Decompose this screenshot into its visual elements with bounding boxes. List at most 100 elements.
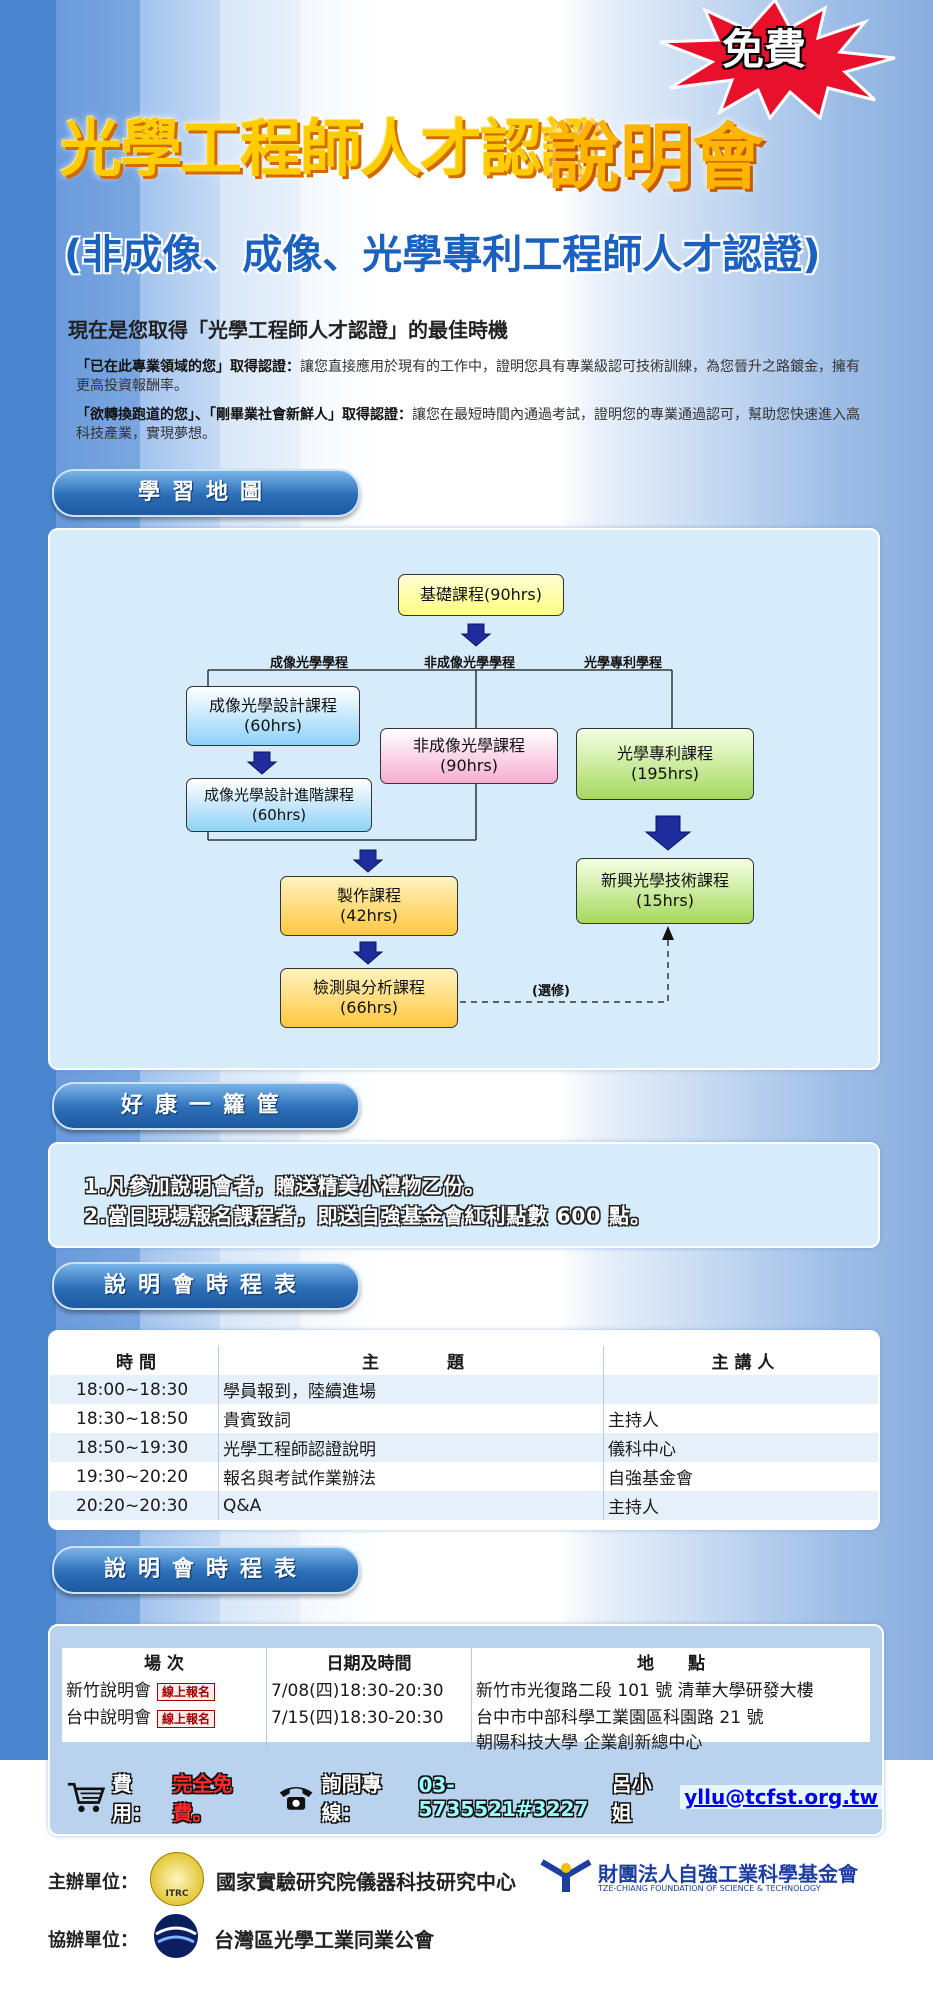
arrow-down-icon [460, 623, 492, 647]
intro-paragraph-1: 「已在此專業領域的您」取得認證：讓您直接應用於現有的工作中，證明您具有專業級認可… [76, 358, 866, 396]
flow-nonimaging-course: 非成像光學課程 (90hrs) [380, 728, 558, 784]
optics-association-logo-icon [154, 1914, 198, 1958]
flow-making-hrs: (42hrs) [340, 906, 398, 925]
arrow-down-icon [352, 849, 384, 873]
flow-making-course: 製作課程 (42hrs) [280, 876, 458, 936]
intro-headline: 現在是您取得「光學工程師人才認證」的最佳時機 [68, 318, 508, 342]
schedule-topic: Q&A [218, 1491, 604, 1520]
host-org-1: 國家實驗研究院儀器科技研究中心 [216, 1870, 516, 1894]
schedule-topic: 學員報到，陸續進場 [218, 1375, 604, 1404]
flow-patent-hrs: (195hrs) [630, 764, 700, 783]
perk-item: 2.當日現場報名課程者，即送自強基金會紅利點數 600 點。 [84, 1204, 652, 1228]
flow-patent-course: 光學專利課程 (195hrs) [576, 728, 754, 800]
telephone-icon [280, 1787, 313, 1810]
schedule-speaker [603, 1375, 878, 1404]
co-organizer-label: 協辦單位： [48, 1930, 138, 1951]
section-learning-map: 學習地圖 [52, 469, 360, 517]
venue-table-wrap: 場 次 日期及時間 地 點 新竹說明會線上報名 7/08(四)18:30-20:… [62, 1648, 870, 1754]
flow-imaging-advanced: 成像光學設計進階課程 (60hrs) [186, 778, 372, 832]
schedule-topic: 貴賓致詞 [218, 1404, 604, 1433]
hotline-contact: 呂小姐 [611, 1772, 652, 1825]
schedule-time: 18:30~18:50 [50, 1404, 219, 1433]
table-row: 台中說明會線上報名 7/15(四)18:30-20:30 台中市中部科學工業園區… [62, 1702, 870, 1754]
intro-p2-text: 讓您在最短時間內通過考試，證明您的專業通過認可，幫助您快速進入高科技產業，實現夢… [76, 407, 860, 442]
flow-testing-hrs: (66hrs) [340, 998, 398, 1017]
arrow-down-icon [246, 751, 278, 775]
venue-place-line1: 台中市中部科學工業園區科園路 21 號 [476, 1708, 764, 1728]
flow-basic-label: 基礎課程(90hrs) [420, 585, 542, 604]
co-organizer-1: 台灣區光學工業同業公會 [214, 1928, 434, 1952]
schedule-header-time: 時 間 [50, 1346, 219, 1375]
flow-testing-course: 檢測與分析課程 (66hrs) [280, 968, 458, 1028]
flow-testing-label: 檢測與分析課程 [312, 978, 425, 997]
perks-panel: 1.凡參加說明會者，贈送精美小禮物乙份。 2.當日現場報名課程者，即送自強基金會… [48, 1142, 880, 1248]
table-row: 19:30~20:20 報名與考試作業辦法 自強基金會 [50, 1462, 878, 1491]
intro-paragraph-2: 「欲轉換跑道的您」、「剛畢業社會新鮮人」取得認證：讓您在最短時間內通過考試，證明… [76, 406, 866, 444]
schedule-time: 18:00~18:30 [50, 1375, 219, 1404]
table-row: 新竹說明會線上報名 7/08(四)18:30-20:30 新竹市光復路二段 10… [62, 1675, 870, 1702]
intro-p1-text: 讓您直接應用於現有的工作中，證明您具有專業級認可技術訓練，為您晉升之路鍍金，擁有… [76, 359, 860, 394]
venue-date: 7/15(四)18:30-20:30 [266, 1702, 472, 1754]
table-row: 20:20~20:30 Q&A 主持人 [50, 1491, 878, 1520]
venue-name: 台中說明會 [66, 1708, 151, 1728]
venue-place-line2: 朝陽科技大學 企業創新總中心 [476, 1733, 703, 1753]
flow-imaging-adv-label: 成像光學設計進階課程 [203, 786, 354, 804]
flow-elective-label: (選修) [532, 984, 570, 999]
fee-label: 費用： [112, 1772, 152, 1825]
contact-email-link[interactable]: yllu@tcfst.org.tw [680, 1785, 882, 1809]
venue-place: 台中市中部科學工業園區科園路 21 號 朝陽科技大學 企業創新總中心 [472, 1702, 871, 1754]
flow-emerging-hrs: (15hrs) [636, 891, 694, 910]
venue-name: 新竹說明會 [66, 1681, 151, 1701]
schedule-header-row: 時 間 主 題 主 講 人 [50, 1346, 878, 1375]
schedule-speaker: 主持人 [603, 1491, 878, 1520]
free-burst-icon [659, 0, 896, 120]
host-label: 主辦單位： [48, 1872, 138, 1893]
table-row: 18:30~18:50 貴賓致詞 主持人 [50, 1404, 878, 1433]
learning-map-panel: 基礎課程(90hrs) 成像光學學程 非成像光學學程 光學專利學程 成像光學設計… [48, 528, 880, 1070]
schedule-topic: 光學工程師認證說明 [218, 1433, 604, 1462]
venue-session: 台中說明會線上報名 [62, 1702, 267, 1754]
flow-track-nonimaging: 非成像光學學程 [424, 656, 516, 671]
venue-place: 新竹市光復路二段 101 號 清華大學研發大樓 [476, 1681, 814, 1701]
register-online-button[interactable]: 線上報名 [157, 1710, 216, 1728]
schedule-time: 18:50~19:30 [50, 1433, 219, 1462]
dashed-arrow-head-icon [662, 926, 674, 940]
register-online-button[interactable]: 線上報名 [157, 1683, 216, 1701]
banner-subtitle: (非成像、成像、光學專利工程師人才認證) [64, 232, 821, 278]
venue-header-date: 日期及時間 [266, 1648, 472, 1675]
flow-track-imaging: 成像光學學程 [270, 656, 349, 671]
flow-imaging-design-hrs: (60hrs) [244, 716, 302, 735]
section-venues: 說明會時程表 [52, 1546, 360, 1594]
flow-imaging-design-label: 成像光學設計課程 [208, 696, 337, 715]
flow-making-label: 製作課程 [336, 886, 401, 905]
flowchart-connectors [207, 623, 692, 1003]
schedule-panel: 時 間 主 題 主 講 人 18:00~18:30 學員報到，陸續進場 18:3… [48, 1330, 880, 1530]
venue-panel: 場 次 日期及時間 地 點 新竹說明會線上報名 7/08(四)18:30-20:… [48, 1624, 884, 1836]
venue-header-place: 地 點 [637, 1654, 705, 1674]
section-schedule: 說明會時程表 [52, 1262, 360, 1310]
tcfst-logo-icon [540, 1859, 592, 1892]
table-row: 18:50~19:30 光學工程師認證說明 儀科中心 [50, 1433, 878, 1462]
banner-title-event: 說明會 [548, 115, 765, 199]
shopping-cart-icon [67, 1782, 106, 1812]
intro-p2-lead: 「欲轉換跑道的您」、「剛畢業社會新鮮人」取得認證： [76, 407, 412, 423]
venue-table: 場 次 日期及時間 地 點 新竹說明會線上報名 7/08(四)18:30-20:… [62, 1648, 870, 1754]
flow-basic-course: 基礎課程(90hrs) [398, 574, 564, 616]
flow-imaging-design: 成像光學設計課程 (60hrs) [186, 686, 360, 746]
host-org-2-en: TZE-CHIANG FOUNDATION OF SCIENCE & TECHN… [598, 1884, 821, 1893]
flow-emerging-course: 新興光學技術課程 (15hrs) [576, 858, 754, 924]
schedule-header-topic: 主 題 [218, 1346, 604, 1375]
table-row: 18:00~18:30 學員報到，陸續進場 [50, 1375, 878, 1404]
itrc-logo-icon: ITRC [150, 1852, 204, 1906]
schedule-speaker: 主持人 [603, 1404, 878, 1433]
flow-patent-label: 光學專利課程 [616, 744, 713, 763]
flow-emerging-label: 新興光學技術課程 [600, 871, 729, 890]
flow-imaging-adv-hrs: (60hrs) [251, 806, 307, 824]
venue-header-session: 場 次 [62, 1648, 267, 1675]
venue-date: 7/08(四)18:30-20:30 [266, 1675, 472, 1702]
schedule-header-speaker: 主 講 人 [603, 1346, 878, 1375]
arrow-down-icon [644, 815, 692, 851]
fee-contact-bar: 費用： 完全免費。 詢問專線： 03-5735521#3227 呂小姐 yllu… [66, 1768, 882, 1826]
hotline-phone[interactable]: 03-5735521#3227 [418, 1773, 589, 1821]
intro-p1-lead: 「已在此專業領域的您」取得認證： [76, 359, 300, 375]
